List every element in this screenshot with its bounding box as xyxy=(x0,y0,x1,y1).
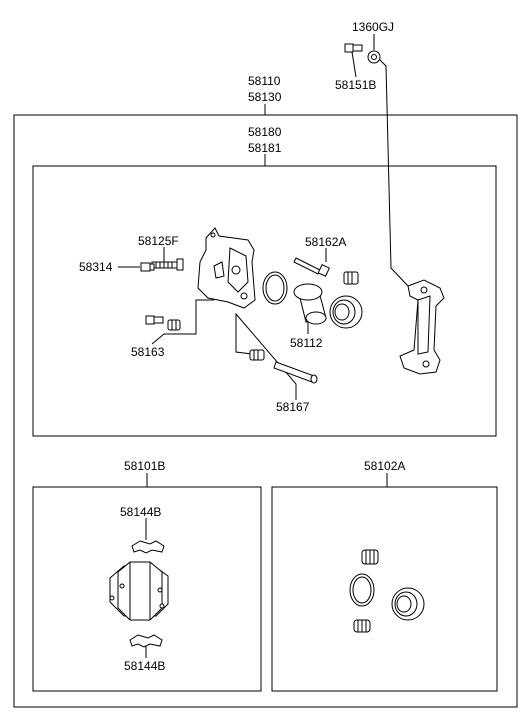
label-58144b-bottom: 58144B xyxy=(124,659,166,673)
caliper-bracket-icon xyxy=(399,279,445,375)
label-1360gj: 1360GJ xyxy=(352,20,395,34)
label-58314: 58314 xyxy=(79,260,113,274)
kit-dust-boot-icon xyxy=(391,587,425,621)
pin-boot-lower-icon xyxy=(249,349,265,361)
dust-boot-icon xyxy=(329,295,363,329)
piston-seal-icon xyxy=(262,271,288,305)
label-58101b: 58101B xyxy=(124,459,166,473)
label-58162a: 58162A xyxy=(305,235,347,249)
piston-58112-icon xyxy=(293,283,327,325)
label-58110: 58110 xyxy=(248,74,281,88)
brake-pads-icon xyxy=(109,561,169,621)
washer-1360gj-icon xyxy=(367,50,381,64)
seal-kit-box xyxy=(271,486,498,692)
outer-assembly-box xyxy=(13,114,518,708)
label-58167: 58167 xyxy=(276,400,310,414)
guide-pin-58162a-icon xyxy=(293,257,330,277)
label-58125f: 58125F xyxy=(138,234,179,248)
label-58151b: 58151B xyxy=(335,78,377,92)
bolt-58151b-icon xyxy=(344,43,363,53)
guide-pin-58167-icon xyxy=(273,361,318,384)
anti-rattle-clip-top-icon xyxy=(131,540,165,554)
leader-58163 xyxy=(151,299,214,345)
label-58163: 58163 xyxy=(131,345,165,359)
guide-bolt-58163-icon xyxy=(145,315,164,325)
leader-58151b xyxy=(351,51,357,78)
label-58181: 58181 xyxy=(248,141,282,155)
kit-piston-seal-icon xyxy=(349,573,375,607)
pin-boot-top-icon xyxy=(343,271,359,285)
kit-boot-top-icon xyxy=(361,549,379,565)
guide-bolt-58125f-icon xyxy=(151,258,184,271)
label-58180: 58180 xyxy=(248,125,282,139)
caliper-housing-icon xyxy=(197,227,256,309)
label-58144b-top: 58144B xyxy=(120,505,162,519)
leader-bracket xyxy=(375,55,409,287)
anti-rattle-clip-bottom-icon xyxy=(129,634,163,648)
leader-58167 xyxy=(235,312,297,400)
label-58130: 58130 xyxy=(248,90,282,104)
bleeder-58314-icon xyxy=(140,262,155,272)
pin-boot-left-icon xyxy=(167,319,181,331)
kit-boot-bottom-icon xyxy=(353,619,371,633)
label-58102a: 58102A xyxy=(364,459,406,473)
label-58112: 58112 xyxy=(290,336,323,350)
